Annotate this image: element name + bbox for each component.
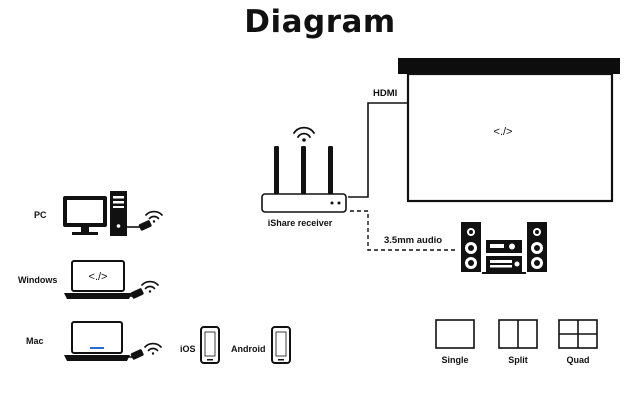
android-label: Android xyxy=(231,344,266,354)
wifi-icon xyxy=(141,280,159,293)
single-label: Single xyxy=(441,355,468,365)
layout-single-icon xyxy=(435,319,475,349)
mac-label: Mac xyxy=(26,336,44,346)
hdmi-label: HDMI xyxy=(373,88,397,99)
diagram-title: Diagram xyxy=(244,4,396,40)
audio-label: 3.5mm audio xyxy=(384,235,442,246)
split-label: Split xyxy=(508,355,528,365)
audio-cable xyxy=(350,210,458,251)
windows-label: Windows xyxy=(18,275,57,285)
screen-code-label: <./> xyxy=(494,126,513,138)
layout-split-icon xyxy=(498,319,538,349)
pc-label: PC xyxy=(34,210,47,220)
layout-quad-icon xyxy=(558,319,598,349)
wifi-router-icon xyxy=(261,126,347,213)
dongle-icon xyxy=(127,220,152,231)
phone-icon xyxy=(200,326,220,364)
receiver-label: iShare receiver xyxy=(268,218,333,228)
wifi-icon xyxy=(145,210,163,223)
laptop-icon xyxy=(64,260,132,299)
dongle-icon xyxy=(124,349,144,360)
ios-label: iOS xyxy=(180,344,196,354)
wifi-icon xyxy=(144,342,162,355)
laptop-icon xyxy=(64,321,130,361)
desktop-pc-icon xyxy=(63,191,127,236)
speaker-system-icon xyxy=(461,222,547,274)
phone-icon xyxy=(271,326,291,364)
projector-screen-icon xyxy=(398,58,620,203)
dongle-icon xyxy=(126,288,144,299)
windows-code-label: <./> xyxy=(89,271,108,283)
quad-label: Quad xyxy=(566,355,589,365)
hdmi-cable xyxy=(348,102,408,198)
